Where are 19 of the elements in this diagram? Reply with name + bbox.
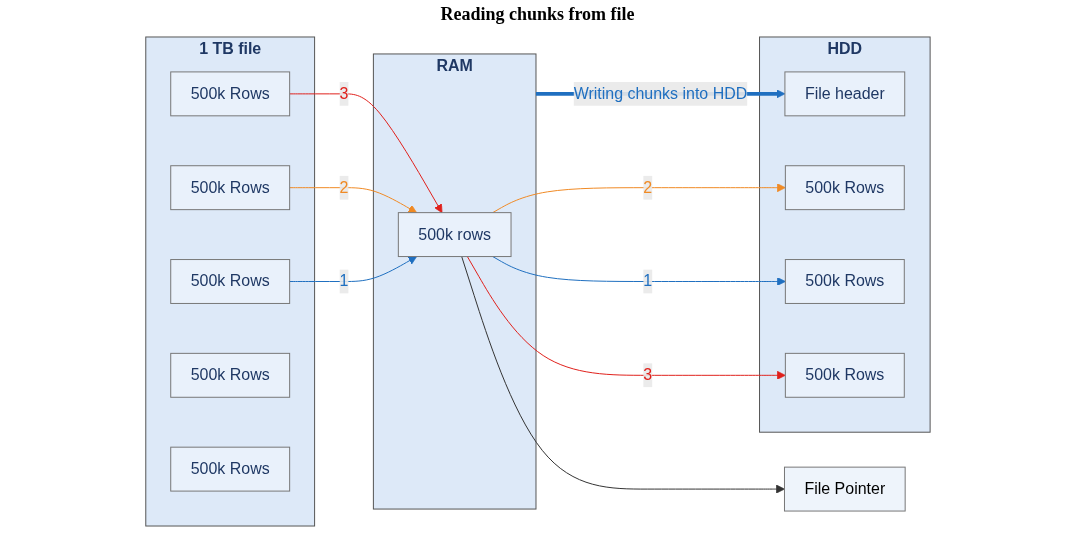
edge-label: 3 [339,84,348,102]
node-box: 500k Rows [169,446,290,492]
edge-label: Writing chunks into HDD [573,84,747,102]
node-box: 500k Rows [169,71,290,117]
node-box: File header [783,71,905,117]
edge-label: 2 [339,178,348,196]
node-box: 500k rows [397,212,512,258]
node-box: 500k Rows [784,259,905,304]
edge-label: 1 [642,272,652,290]
edge-label: 3 [642,366,652,384]
node-box: File Pointer [783,466,906,512]
edge-label: 2 [642,178,652,196]
node-box: 500k Rows [784,165,905,211]
node-box: 500k Rows [169,352,290,398]
node-box: 500k Rows [169,165,290,211]
note-text: Reading chunks from file [439,4,636,25]
node-box: 500k Rows [169,259,290,304]
node-box: 500k Rows [784,352,905,398]
edge-label: 1 [339,272,348,290]
